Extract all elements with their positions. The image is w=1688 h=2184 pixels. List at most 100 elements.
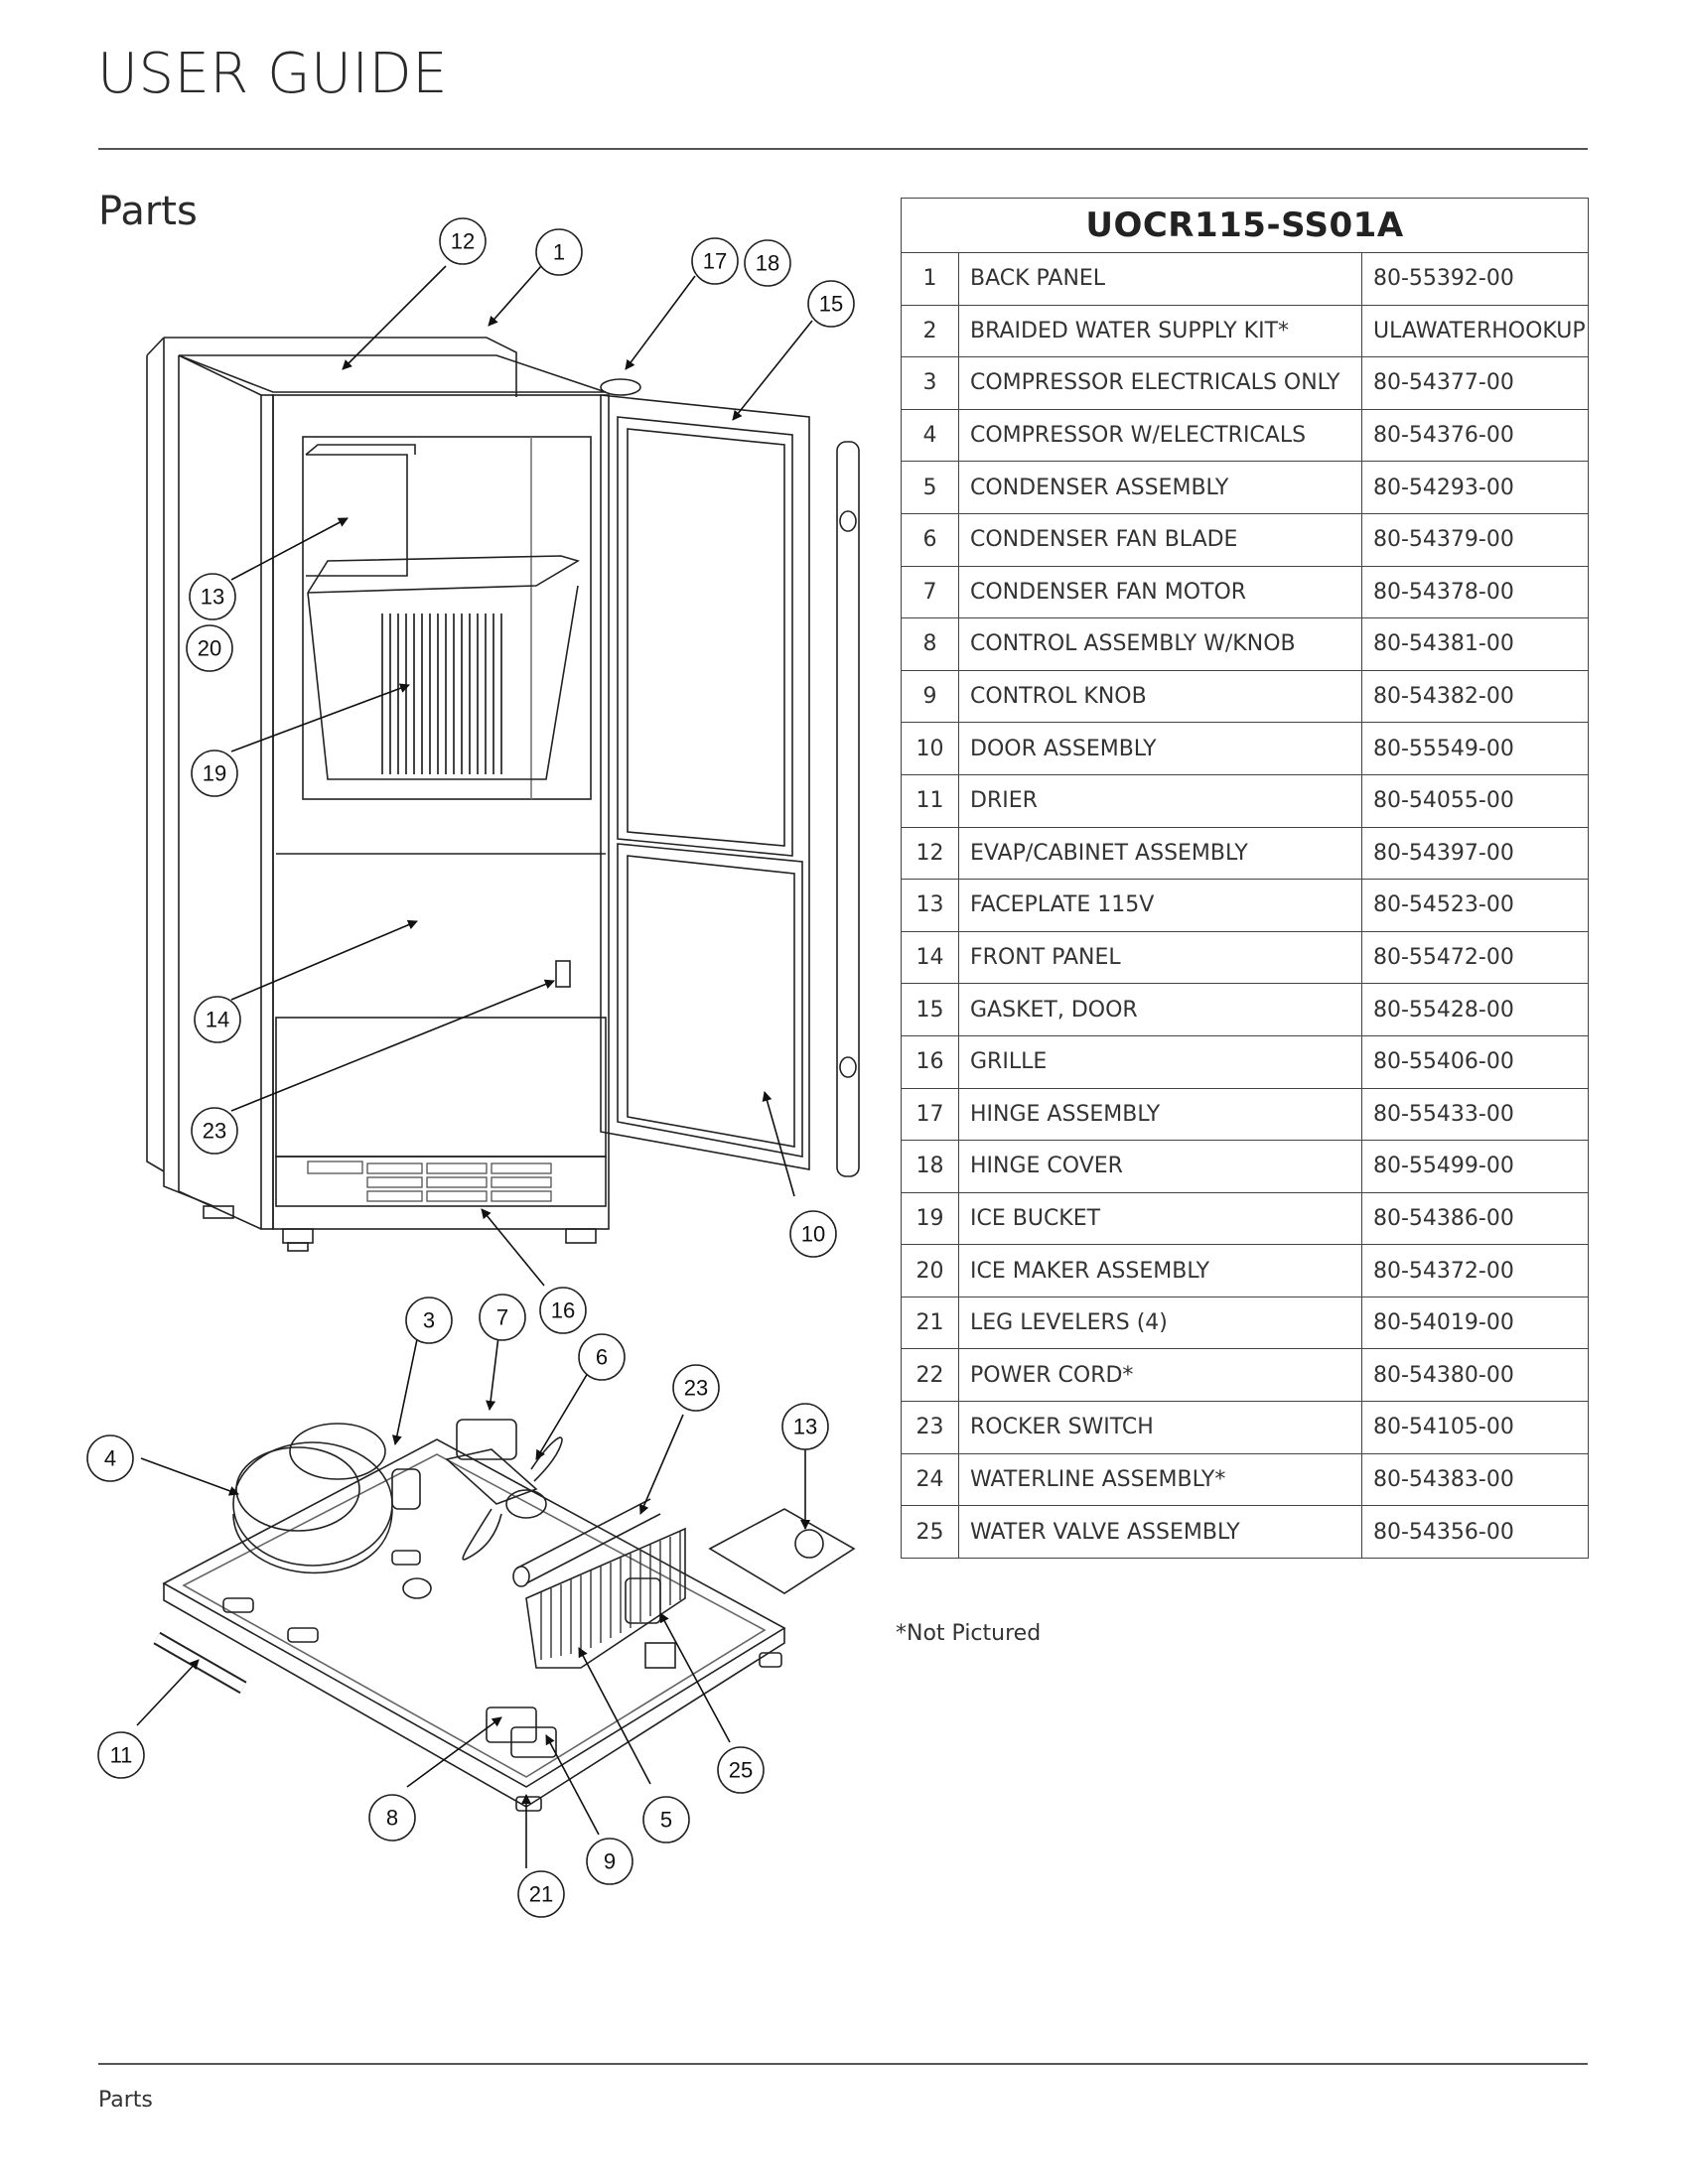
callout-label: 21 [529,1882,553,1907]
part-description: FRONT PANEL [958,930,1362,985]
callout-label: 3 [423,1308,435,1333]
part-description: GRILLE [958,1034,1362,1089]
part-description: CONDENSER ASSEMBLY [958,461,1362,514]
callout-23-machinery: 23 [672,1364,720,1412]
part-description: WATER VALVE ASSEMBLY [958,1505,1362,1559]
part-code: 80-54055-00 [1361,773,1589,828]
callout-19: 19 [191,750,238,797]
part-number-index: 25 [901,1505,959,1559]
part-code: 80-55499-00 [1361,1140,1589,1193]
callout-circle [535,228,583,276]
callout-label: 17 [703,249,727,274]
footer-divider [98,2063,1588,2065]
callout-label: 7 [496,1305,508,1330]
callout-circle [539,1287,587,1334]
callout-circle [191,1107,238,1155]
not-pictured-note: *Not Pictured [896,1621,1042,1646]
page-title: USER GUIDE [97,42,449,106]
callout-8: 8 [368,1794,416,1842]
part-description: BRAIDED WATER SUPPLY KIT* [958,304,1362,358]
callout-16: 16 [539,1287,587,1334]
callout-14: 14 [194,996,241,1043]
part-number-index: 3 [901,356,959,410]
callout-circle [86,1434,134,1482]
part-code: 80-54386-00 [1361,1191,1589,1246]
part-description: BACK PANEL [958,252,1362,306]
header-divider [98,148,1588,150]
callout-3: 3 [405,1297,453,1344]
callout-circle [691,237,739,285]
callout-circle [744,239,791,287]
part-number-index: 17 [901,1087,959,1142]
callout-4: 4 [86,1434,134,1482]
callout-circle [479,1294,526,1341]
part-code: 80-55406-00 [1361,1034,1589,1089]
callout-circle [717,1746,765,1794]
part-code: 80-54383-00 [1361,1452,1589,1507]
callout-15: 15 [807,280,855,328]
part-description: POWER CORD* [958,1348,1362,1403]
part-number-index: 9 [901,669,959,724]
callout-label: 23 [684,1376,708,1401]
callout-label: 9 [604,1849,616,1874]
callout-9: 9 [586,1838,633,1885]
part-number-index: 24 [901,1452,959,1507]
part-number-index: 1 [901,252,959,306]
part-code: 80-54356-00 [1361,1505,1589,1559]
callout-circle [191,750,238,797]
callout-17: 17 [691,237,739,285]
part-code: 80-54381-00 [1361,617,1589,671]
part-number-index: 7 [901,565,959,619]
cabinet-drawing [146,337,860,1252]
callout-circle [586,1838,633,1885]
callout-label: 11 [110,1743,133,1768]
callout-11: 11 [97,1731,145,1779]
callout-circle [368,1794,416,1842]
callout-circle [405,1297,453,1344]
section-title: Parts [98,189,198,234]
callout-label: 5 [660,1808,672,1833]
part-code: 80-54379-00 [1361,512,1589,567]
callout-circle [439,217,487,265]
part-description: FACEPLATE 115V [958,879,1362,932]
model-number: UOCR115-SS01A [901,198,1589,253]
callout-label: 4 [104,1446,116,1471]
callout-label: 8 [386,1806,398,1831]
callout-label: 1 [553,240,565,265]
callout-circle [642,1796,690,1843]
part-code: 80-55392-00 [1361,252,1589,306]
part-code: 80-54372-00 [1361,1244,1589,1297]
callout-circle [781,1403,829,1450]
callout-12: 12 [439,217,487,265]
part-description: DRIER [958,773,1362,828]
callout-label: 18 [756,251,779,276]
part-description: HINGE COVER [958,1140,1362,1193]
part-description: EVAP/CABINET ASSEMBLY [958,826,1362,881]
part-description: CONTROL KNOB [958,669,1362,724]
part-number-index: 22 [901,1348,959,1403]
callout-13-machinery: 13 [781,1403,829,1450]
callout-label: 23 [203,1119,226,1144]
callout-circle [194,996,241,1043]
part-code: 80-54382-00 [1361,669,1589,724]
part-code: 80-54293-00 [1361,461,1589,514]
callout-label: 13 [201,585,224,610]
callout-label: 15 [819,292,843,317]
callout-circle [517,1870,565,1918]
part-description: CONTROL ASSEMBLY W/KNOB [958,617,1362,671]
callout-label: 20 [198,636,221,661]
